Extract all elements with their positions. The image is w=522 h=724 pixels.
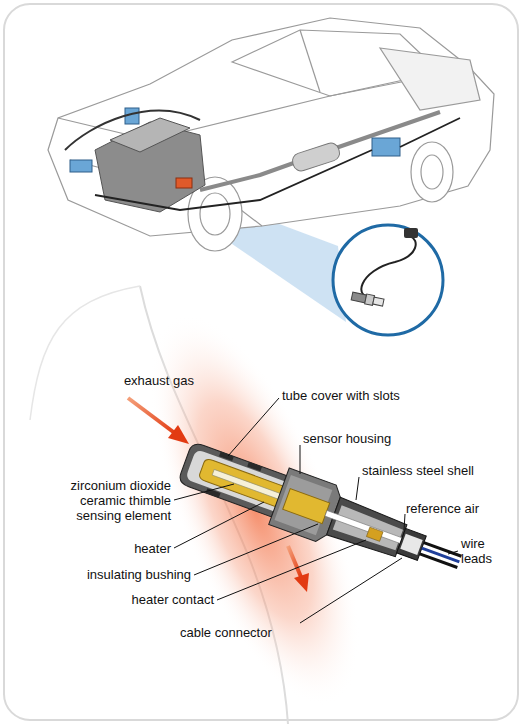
part-label: cable connector: [180, 625, 272, 640]
part-label: tube cover with slots: [282, 388, 400, 403]
part-label: wire leads: [461, 536, 509, 566]
part-label: reference air: [406, 501, 479, 516]
flow-arrow: [128, 398, 189, 444]
control-unit: [372, 138, 400, 156]
exhaust-system: [95, 112, 460, 210]
part-label: stainless steel shell: [362, 463, 474, 478]
engine: [65, 108, 205, 212]
car-outline: [48, 18, 494, 251]
part-label: insulating bushing: [87, 567, 191, 582]
part-label: heater contact: [132, 592, 214, 607]
flow-arrow: [288, 546, 309, 592]
part-label: sensor housing: [303, 431, 391, 446]
part-label: zirconium dioxide ceramic thimble sensin…: [49, 478, 171, 523]
inset-sensor: [333, 225, 443, 335]
part-label: heater: [134, 541, 171, 556]
pipe-wall: [30, 286, 140, 420]
part-label: exhaust gas: [124, 373, 194, 388]
